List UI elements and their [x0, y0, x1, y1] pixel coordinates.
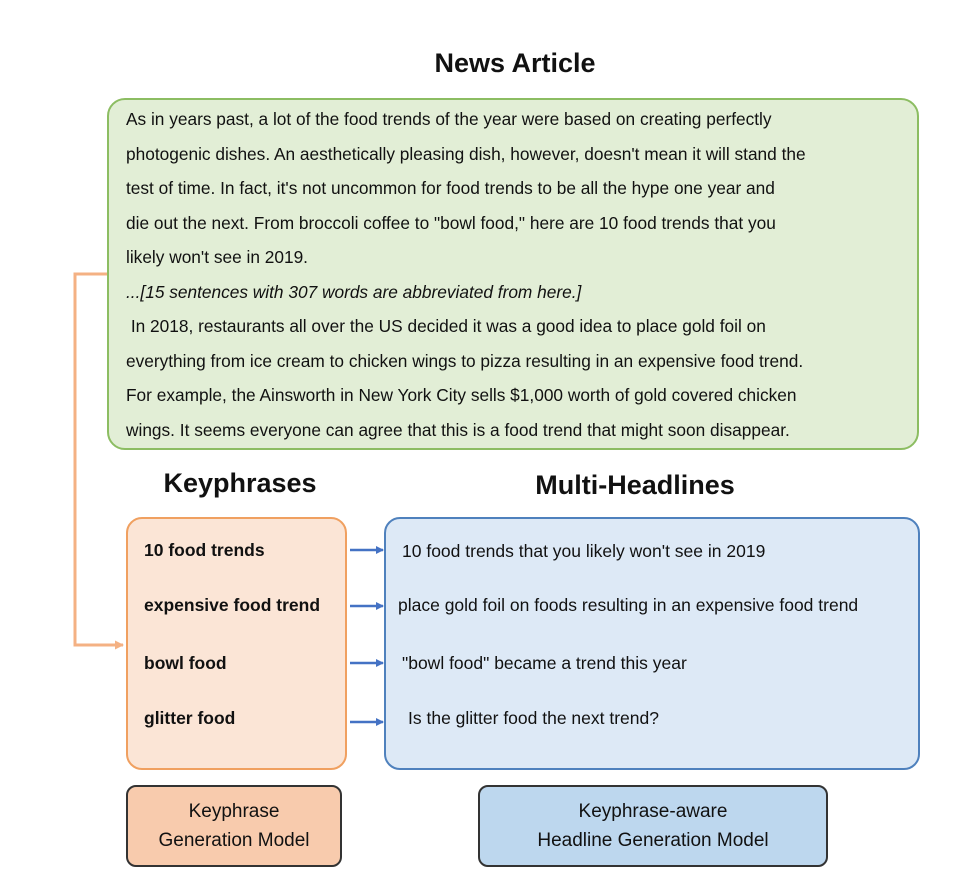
news-article-box: As in years past, a lot of the food tren… [107, 98, 919, 450]
article-line: For example, the Ainsworth in New York C… [126, 385, 797, 405]
abbreviation-note: ...[15 sentences with 307 words are abbr… [126, 281, 582, 302]
article-line: likely won't see in 2019. [126, 247, 308, 267]
model-label-line: Headline Generation Model [537, 830, 769, 851]
headline-item: Is the glitter food the next trend? [408, 708, 659, 728]
multi-headlines-box: 10 food trends that you likely won't see… [384, 517, 920, 770]
article-line: In 2018, restaurants all over the US dec… [126, 316, 766, 336]
article-line: wings. It seems everyone can agree that … [126, 419, 790, 440]
keyphrase-item: bowl food [144, 653, 227, 673]
keyphrase-generation-model-box: Keyphrase Generation Model [126, 785, 342, 867]
article-title: News Article [434, 48, 596, 78]
keyphrase-item: 10 food trends [144, 540, 265, 560]
model-label-line: Keyphrase-aware [578, 801, 728, 822]
keyphrases-box: 10 food trends expensive food trend bowl… [126, 517, 347, 770]
article-line: everything from ice cream to chicken win… [126, 350, 804, 371]
keyphrases-title: Keyphrases [163, 468, 317, 498]
model-label-line: Keyphrase [188, 801, 280, 822]
keyphrase-item: expensive food trend [144, 595, 321, 615]
article-line: die out the next. From broccoli coffee t… [126, 212, 776, 233]
article-to-keyphrases-arrow [73, 272, 124, 650]
model-label-line: Generation Model [158, 830, 310, 851]
article-line: test of time. In fact, it's not uncommon… [126, 178, 775, 198]
keyphrase-item: glitter food [144, 708, 236, 728]
multi-headlines-title: Multi-Headlines [535, 470, 735, 500]
headline-item: place gold foil on foods resulting in an… [398, 595, 859, 615]
article-line: photogenic dishes. An aesthetically plea… [126, 143, 806, 164]
headline-generation-model-box: Keyphrase-aware Headline Generation Mode… [478, 785, 828, 867]
headline-item: "bowl food" became a trend this year [402, 653, 687, 673]
article-line: As in years past, a lot of the food tren… [126, 109, 772, 129]
headline-item: 10 food trends that you likely won't see… [402, 541, 766, 561]
